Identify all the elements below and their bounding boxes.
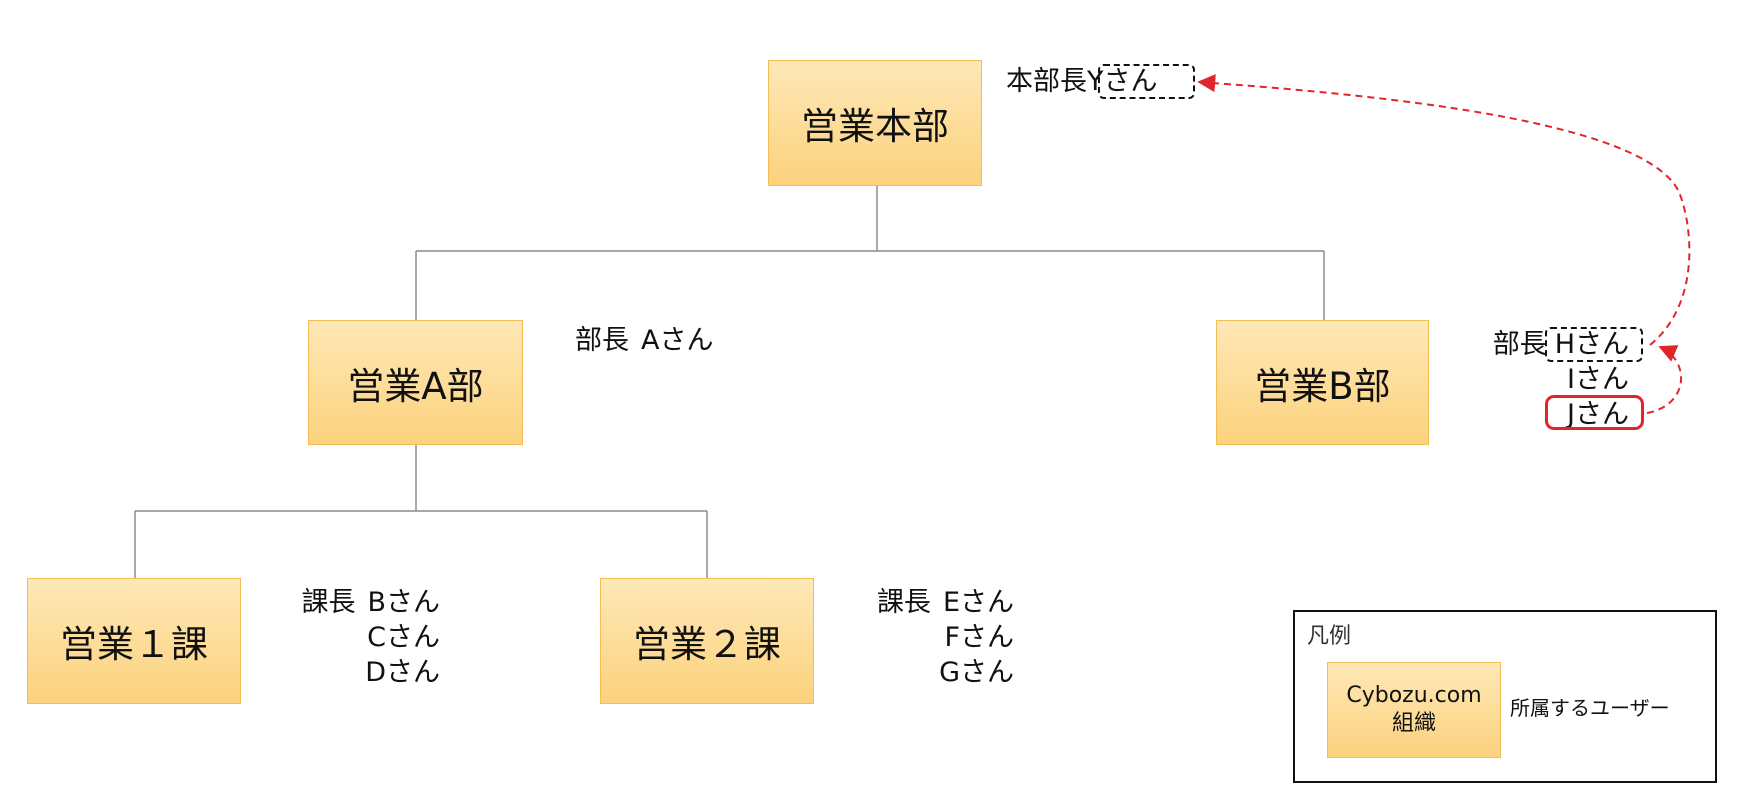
member-title: 部長 [1492, 329, 1547, 360]
member-name: Gさん [939, 657, 1014, 688]
transfer-arrow-j-to-h [1646, 345, 1682, 414]
legend-title: 凡例 [1307, 624, 1352, 649]
legend: 凡例 Cybozu.com 組織 所属するユーザー [1293, 610, 1717, 783]
org-box-sec2: 営業２課 [600, 578, 814, 704]
members-sec1: 課長 Bさん Cさん Dさん [290, 585, 440, 690]
member-name: Jさん [1567, 399, 1629, 430]
transfer-arrow-h-to-y [1197, 74, 1691, 346]
member-head: Eさん [942, 587, 1014, 618]
highlight-dept-b-member-j [1545, 395, 1644, 430]
legend-description: 所属するユーザー [1510, 696, 1670, 720]
org-box-sec1: 営業１課 [27, 578, 241, 704]
legend-org-swatch: Cybozu.com 組織 [1327, 662, 1501, 758]
member-name: Iさん [1567, 364, 1629, 395]
member-title: 本部長 [1006, 66, 1087, 97]
member-name: Dさん [365, 657, 440, 688]
member-head: Bさん [367, 587, 440, 618]
org-box-hq: 営業本部 [768, 60, 982, 186]
highlight-hq-head [1098, 64, 1195, 99]
org-box-dept-b: 営業B部 [1216, 320, 1429, 445]
highlight-dept-b-head [1545, 327, 1643, 362]
member-head: Aさん [641, 325, 714, 356]
member-title: 部長 [575, 325, 629, 356]
member-head: Hさん [1554, 329, 1629, 360]
legend-box-line1: Cybozu.com [1346, 683, 1482, 708]
org-box-dept-a: 営業A部 [308, 320, 523, 445]
member-name: Fさん [944, 622, 1014, 653]
member-name: Cさん [367, 622, 440, 653]
members-dept-a: 部長 Aさん [575, 323, 713, 358]
member-title: 課長 [301, 587, 356, 618]
members-sec2: 課長 Eさん Fさん Gさん [864, 585, 1014, 690]
legend-box-line2: 組織 [1391, 711, 1436, 736]
member-title: 課長 [876, 587, 931, 618]
